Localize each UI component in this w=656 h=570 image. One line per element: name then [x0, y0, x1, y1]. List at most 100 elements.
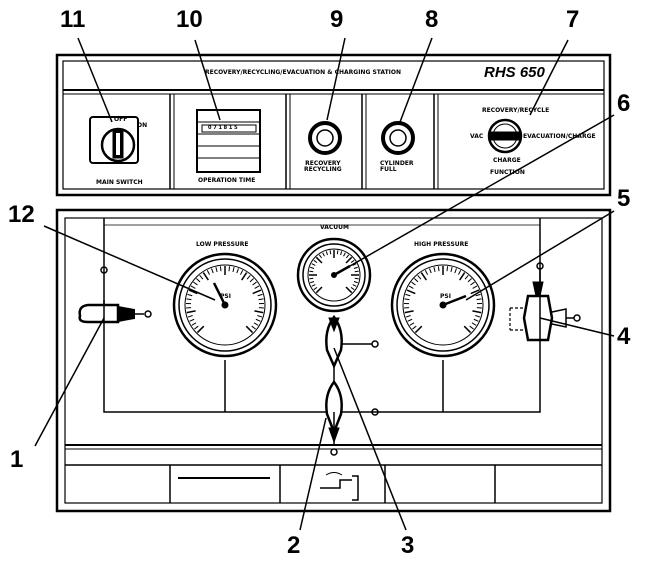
gauge-tick	[233, 267, 234, 272]
gauge-tick	[252, 326, 256, 329]
gauge-tick	[464, 326, 470, 332]
gauge-tick	[415, 326, 421, 332]
vacuum-gauge	[298, 239, 370, 311]
gauge-tick	[471, 282, 475, 285]
gauge-tick	[247, 275, 250, 279]
gauge-tick	[316, 287, 322, 293]
callout-12: 12	[8, 203, 35, 227]
recovery-lamp-label-line2: RECYCLING	[304, 167, 342, 173]
gauge-tick	[475, 316, 480, 318]
function-right-label: EVACUATION/CHARGE	[523, 134, 596, 140]
gauge-tick	[354, 267, 358, 268]
gauge-tick	[405, 294, 410, 295]
gauge-tick	[355, 271, 359, 272]
gauge-tick	[337, 250, 338, 254]
gauge-tick	[212, 268, 214, 273]
gauge-tick	[476, 294, 481, 295]
cylinder-lamp-label-line2: FULL	[380, 167, 414, 173]
gauge-tick	[465, 275, 468, 279]
gauge-tick	[196, 279, 200, 282]
low-pressure-gauge	[174, 254, 276, 356]
gauge-tick	[229, 266, 230, 271]
operation-time-digits: 0 7 1 8 1 5	[208, 126, 238, 131]
gauge-tick	[203, 273, 208, 280]
gauge-tick	[193, 282, 197, 285]
gauge-tick	[319, 255, 321, 258]
gauge-tick	[190, 319, 195, 321]
gauge-tick	[314, 260, 317, 262]
gauge-tick	[414, 279, 418, 282]
gauge-tick	[200, 275, 203, 279]
gauge-tick	[408, 319, 413, 321]
gauge-tick	[194, 326, 198, 329]
gauge-tick	[191, 286, 195, 288]
gauge-tick	[254, 311, 263, 313]
cylinder-full-lamp	[383, 123, 413, 153]
recovery-lamp	[310, 123, 340, 153]
function-left-label: VAC	[470, 134, 483, 140]
callout-1: 1	[10, 448, 23, 472]
gauge-tick	[255, 286, 259, 288]
gauge-tick	[351, 287, 354, 289]
gauge-tick	[246, 326, 252, 332]
high-pressure-unit: PSI	[440, 294, 451, 300]
gauge-tick	[346, 287, 352, 293]
function-top-label: RECOVERY/RECYCLE	[482, 108, 549, 114]
gauge-tick	[418, 275, 421, 279]
callout-6: 6	[617, 92, 630, 116]
main-switch-label: MAIN SWITCH	[96, 180, 143, 186]
gauge-tick	[257, 316, 262, 318]
low-pressure-label: LOW PRESSURE	[196, 242, 249, 248]
operation-time-counter	[197, 110, 260, 172]
callout-5: 5	[617, 187, 630, 211]
gauge-tick	[188, 316, 193, 318]
gauge-tick	[309, 271, 313, 272]
gauge-tick	[197, 326, 203, 332]
gauge-tick	[340, 251, 341, 255]
gauge-tick	[451, 267, 452, 272]
gauge-tick	[455, 268, 457, 273]
gauge-tick	[192, 323, 196, 326]
gauge-tick	[346, 255, 348, 258]
gauge-tick	[314, 287, 317, 289]
left-service-coupler[interactable]	[80, 305, 118, 322]
gauge-tick	[250, 279, 254, 282]
gauge-tick	[186, 299, 191, 300]
gauge-tick	[477, 299, 482, 300]
callout-2: 2	[287, 534, 300, 558]
function-bottom-label: CHARGE	[493, 158, 521, 164]
gauge-tick	[404, 299, 409, 300]
function-label: FUNCTION	[490, 170, 525, 176]
gauge-tick	[346, 257, 352, 263]
gauge-tick	[407, 290, 415, 293]
gauge-tick	[254, 323, 258, 326]
callout-4: 4	[617, 325, 630, 349]
gauge-tick	[256, 319, 261, 321]
gauge-tick	[474, 319, 479, 321]
callout-10: 10	[176, 8, 203, 32]
gauge-tick	[242, 273, 247, 280]
gauge-tick	[410, 323, 414, 326]
gauge-tick	[354, 281, 358, 282]
callout-11: 11	[60, 8, 85, 32]
gauge-tick	[411, 282, 415, 285]
gauge-tick	[323, 253, 325, 257]
gauge-tick	[421, 273, 426, 280]
gauge-tick	[412, 326, 416, 329]
gauge-tick	[472, 311, 481, 313]
gauge-tick	[425, 270, 427, 274]
gauge-tick	[312, 264, 316, 266]
gauge-tick	[216, 267, 217, 272]
gauge-tick	[406, 316, 411, 318]
callout-8: 8	[425, 8, 438, 32]
gauge-tick	[330, 250, 331, 254]
recovery-lamp-label: RECOVERY RECYCLING	[304, 161, 342, 174]
gauge-tick	[468, 279, 472, 282]
right-service-coupler[interactable]	[524, 296, 552, 340]
gauge-tick	[344, 253, 346, 257]
low-pressure-unit: PSI	[220, 294, 231, 300]
gauge-tick	[312, 285, 316, 287]
callout-3: 3	[401, 534, 414, 558]
